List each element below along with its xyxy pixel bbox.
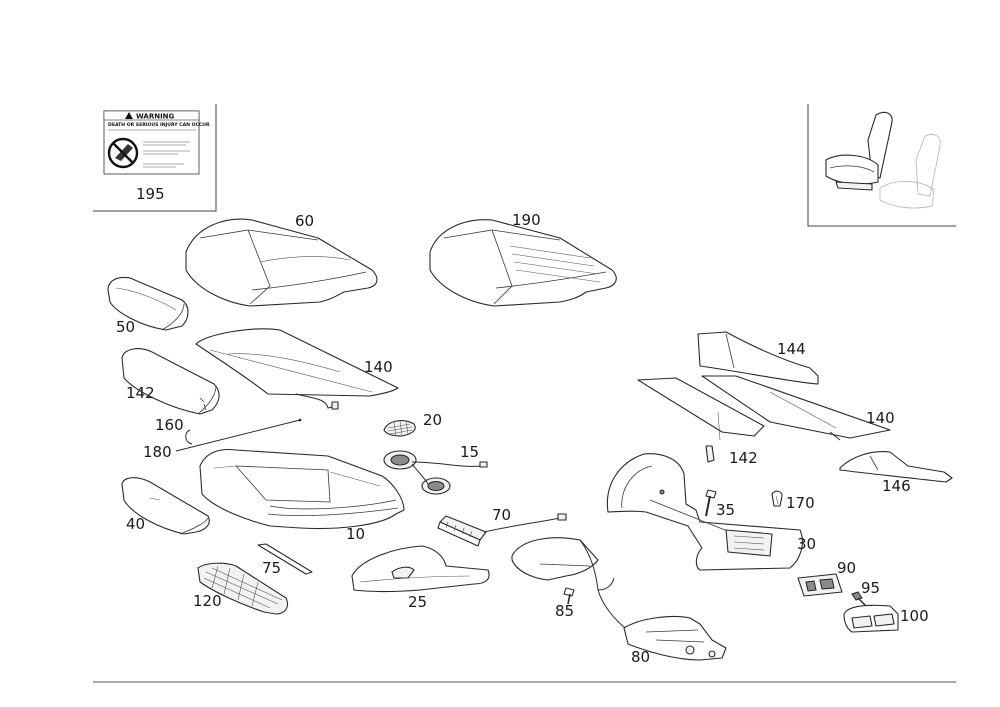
callout-30[interactable]: 30 (797, 535, 816, 553)
callout-85[interactable]: 85 (555, 602, 574, 620)
callout-20[interactable]: 20 (423, 411, 442, 429)
callout-labels: 195 60 190 50 142 140 160 180 20 15 40 1… (116, 185, 929, 666)
callout-195[interactable]: 195 (136, 185, 165, 203)
part-140-heater-mat-left (195, 328, 399, 410)
part-40-bolster-foam (121, 477, 210, 535)
warning-title: WARNING (136, 113, 175, 121)
part-146-trim-strip (839, 451, 953, 483)
faded-seat-thumbnail (879, 134, 941, 209)
part-10-seat-cushion (199, 448, 405, 530)
part-35-bolt (705, 489, 717, 517)
part-95-screw (851, 591, 867, 607)
part-160-wire-clip (185, 429, 193, 445)
seat-location-inset (807, 104, 956, 227)
part-80-cable-assembly (511, 537, 727, 661)
callout-144[interactable]: 144 (777, 340, 806, 358)
callout-140-left[interactable]: 140 (364, 358, 393, 376)
callout-75[interactable]: 75 (262, 559, 281, 577)
part-144-back-panel (697, 331, 819, 385)
callout-95[interactable]: 95 (861, 579, 880, 597)
warning-label-inset: WARNING DEATH OR SERIOUS INJURY CAN OCCU… (93, 104, 217, 212)
callout-190[interactable]: 190 (512, 211, 541, 229)
callout-60[interactable]: 60 (295, 212, 314, 230)
part-170-clip (771, 490, 783, 507)
callout-80[interactable]: 80 (631, 648, 650, 666)
warning-triangle-icon (125, 112, 133, 119)
part-85-screw (563, 587, 575, 605)
callout-90[interactable]: 90 (837, 559, 856, 577)
callout-120[interactable]: 120 (193, 592, 222, 610)
part-140-heater-mat-right (701, 375, 891, 441)
part-75-strip (257, 543, 313, 575)
part-60-cushion-cover (185, 218, 378, 307)
callout-50[interactable]: 50 (116, 318, 135, 336)
warning-subtitle: DEATH OR SERIOUS INJURY CAN OCCUR (108, 122, 210, 128)
part-190-cushion-cover (429, 219, 617, 307)
part-142-side-bolster-left (121, 348, 220, 415)
callout-35[interactable]: 35 (716, 501, 735, 519)
no-child-seat-icon (107, 137, 139, 169)
callout-70[interactable]: 70 (492, 506, 511, 524)
callout-146[interactable]: 146 (882, 477, 911, 495)
part-50-bolster-pad (107, 276, 189, 331)
part-15-speaker-set (383, 450, 488, 495)
callout-142-right[interactable]: 142 (729, 449, 758, 467)
part-142-mat-right (637, 377, 765, 463)
part-20-speaker-grille (383, 420, 416, 437)
callout-25[interactable]: 25 (408, 593, 427, 611)
part-120-frame-pan (197, 562, 289, 615)
part-70-control-module (437, 513, 567, 547)
callout-10[interactable]: 10 (346, 525, 365, 543)
part-30-side-panel (606, 453, 803, 571)
callout-170[interactable]: 170 (786, 494, 815, 512)
callout-160[interactable]: 160 (155, 416, 184, 434)
callout-142-left[interactable]: 142 (126, 384, 155, 402)
callout-180[interactable]: 180 (143, 443, 172, 461)
callout-40[interactable]: 40 (126, 515, 145, 533)
callout-100[interactable]: 100 (900, 607, 929, 625)
part-180-rod (175, 418, 302, 452)
highlighted-seat-thumbnail (825, 111, 893, 191)
part-90-switch (797, 573, 843, 597)
callout-140-right[interactable]: 140 (866, 409, 895, 427)
part-100-switch-bezel (843, 604, 899, 633)
part-25-side-trim (351, 545, 490, 593)
callout-15[interactable]: 15 (460, 443, 479, 461)
